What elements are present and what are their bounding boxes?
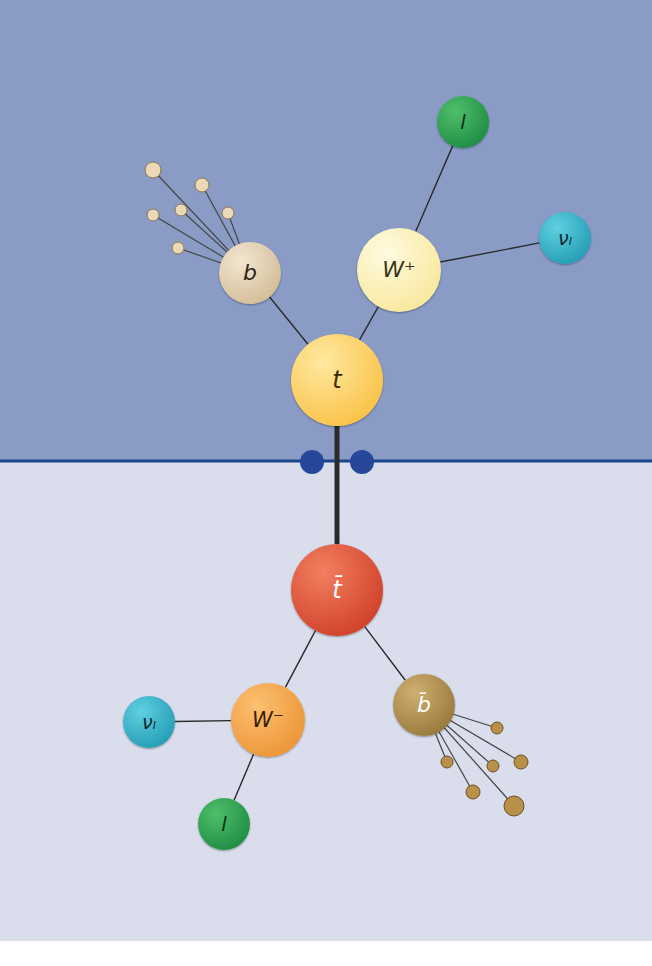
decay-line [285,631,315,688]
decay-line [440,243,539,262]
neutrino-circle: νₗ [539,212,591,264]
particle-label: νₗ [142,713,156,732]
w-boson-circle: W⁻ [231,683,305,757]
antitop-quark-circle: t̄ [291,544,383,636]
decay-line [175,720,231,722]
bbar-jet-particles [441,722,528,816]
b-jet-particles [145,162,234,254]
bottom-region [0,461,652,941]
particle-label: νₗ [558,229,572,248]
top-region [0,0,652,461]
particle-label: t [332,368,341,392]
particle-label: b̄ [417,694,431,716]
decay-line [335,426,340,544]
lepton-circle: l [437,96,489,148]
particle-label: l [221,814,227,834]
quark-circle: b [219,242,281,304]
neutrino-circle: νₗ [123,696,175,748]
decay-line [270,297,308,344]
antiquark-circle: b̄ [393,674,455,736]
particle-label: W⁻ [252,710,284,731]
boundary-line [0,460,652,463]
decay-line [360,307,379,340]
particle-label: t̄ [332,578,341,602]
beam-dot [350,450,374,474]
particle-label: b [243,262,257,284]
decay-line [416,146,453,232]
beam-dot [300,450,324,474]
lepton-circle: l [198,798,250,850]
particle-label: W⁺ [382,259,415,281]
w-boson-circle: W⁺ [357,228,441,312]
decay-line [365,627,406,681]
top-quark-circle: t [291,334,383,426]
decay-line [234,754,253,800]
particle-label: l [460,112,466,132]
